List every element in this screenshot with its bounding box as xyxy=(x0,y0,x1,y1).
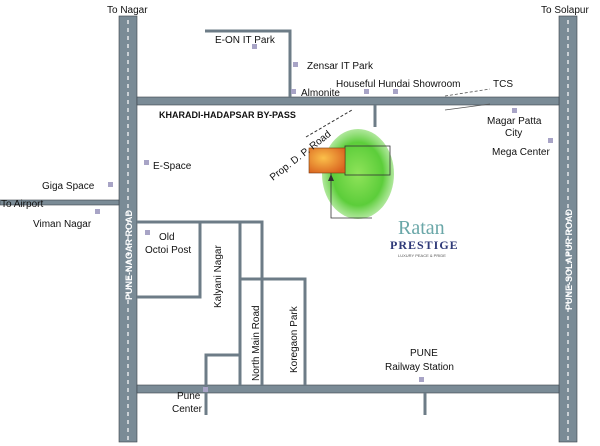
brand-name: Ratan xyxy=(398,217,445,239)
label-almonite: Almonite xyxy=(301,88,340,99)
label-old-octoi-1: Old xyxy=(159,232,175,243)
brand-sub: PRESTIGE xyxy=(390,238,459,252)
marker-zensar xyxy=(293,62,298,67)
label-old-octoi-2: Octoi Post xyxy=(145,245,191,256)
marker-pune-center xyxy=(203,387,208,392)
site-glow xyxy=(322,129,394,219)
marker-houseful-2 xyxy=(393,89,398,94)
airport-road xyxy=(0,199,120,206)
marker-e-space xyxy=(144,160,149,165)
road-dashes xyxy=(127,20,569,440)
label-magarpatta-1: Magar Patta xyxy=(487,116,542,127)
site-pointer-arrow xyxy=(328,174,334,181)
label-magarpatta-2: City xyxy=(505,128,522,139)
label-koregaon-park: Koregaon Park xyxy=(289,305,300,373)
marker-almonite xyxy=(291,89,296,94)
marker-viman-nagar xyxy=(95,209,100,214)
label-to-solapur: To Solapur xyxy=(541,5,589,16)
brand-logo: Ratan PRESTIGE LUXURY PEACE & PRIDE xyxy=(390,217,459,258)
label-kalyani-nagar: Kalyani Nagar xyxy=(213,245,224,308)
marker-e-on xyxy=(252,44,257,49)
minor-roads xyxy=(137,29,427,415)
label-pune: PUNE xyxy=(410,348,438,359)
label-viman-nagar: Viman Nagar xyxy=(33,219,92,230)
bottom-road xyxy=(136,384,560,394)
label-mega-center: Mega Center xyxy=(492,147,550,158)
label-e-on: E-ON IT Park xyxy=(215,35,276,46)
brand-tagline: LUXURY PEACE & PRIDE xyxy=(398,253,446,258)
marker-old-octoi xyxy=(145,230,150,235)
dp-road-line xyxy=(305,109,353,138)
label-giga-space: Giga Space xyxy=(42,181,95,192)
label-to-nagar: To Nagar xyxy=(107,5,148,16)
kharadi-hadapsar-bypass xyxy=(136,96,560,106)
marker-mega-center xyxy=(548,138,553,143)
label-zensar: Zensar IT Park xyxy=(307,61,374,72)
label-railway-station: Railway Station xyxy=(385,362,454,373)
project-site xyxy=(308,129,394,219)
label-pune-nagar-road: PUNE-NAGAR ROAD xyxy=(124,209,134,300)
tcs-connector xyxy=(444,88,491,111)
label-e-space: E-Space xyxy=(153,161,192,172)
label-tcs: TCS xyxy=(493,79,513,90)
label-north-main-road: North Main Road xyxy=(251,305,262,381)
marker-houseful-1 xyxy=(364,89,369,94)
marker-giga-space xyxy=(108,182,113,187)
marker-tcs xyxy=(512,108,517,113)
label-pune-solapur-road: PUNE-SOLAPUR ROAD xyxy=(564,208,574,310)
label-bypass: KHARADI-HADAPSAR BY-PASS xyxy=(159,110,296,120)
label-houseful: Houseful Hundai Showroom xyxy=(336,79,461,90)
site-plot xyxy=(308,147,346,174)
site-pointer xyxy=(330,173,372,219)
label-pune-center-1: Pune xyxy=(177,391,201,402)
marker-railway xyxy=(419,377,424,382)
markers xyxy=(95,44,553,392)
label-pune-center-2: Center xyxy=(172,404,203,415)
label-to-airport: To Airport xyxy=(1,199,43,210)
